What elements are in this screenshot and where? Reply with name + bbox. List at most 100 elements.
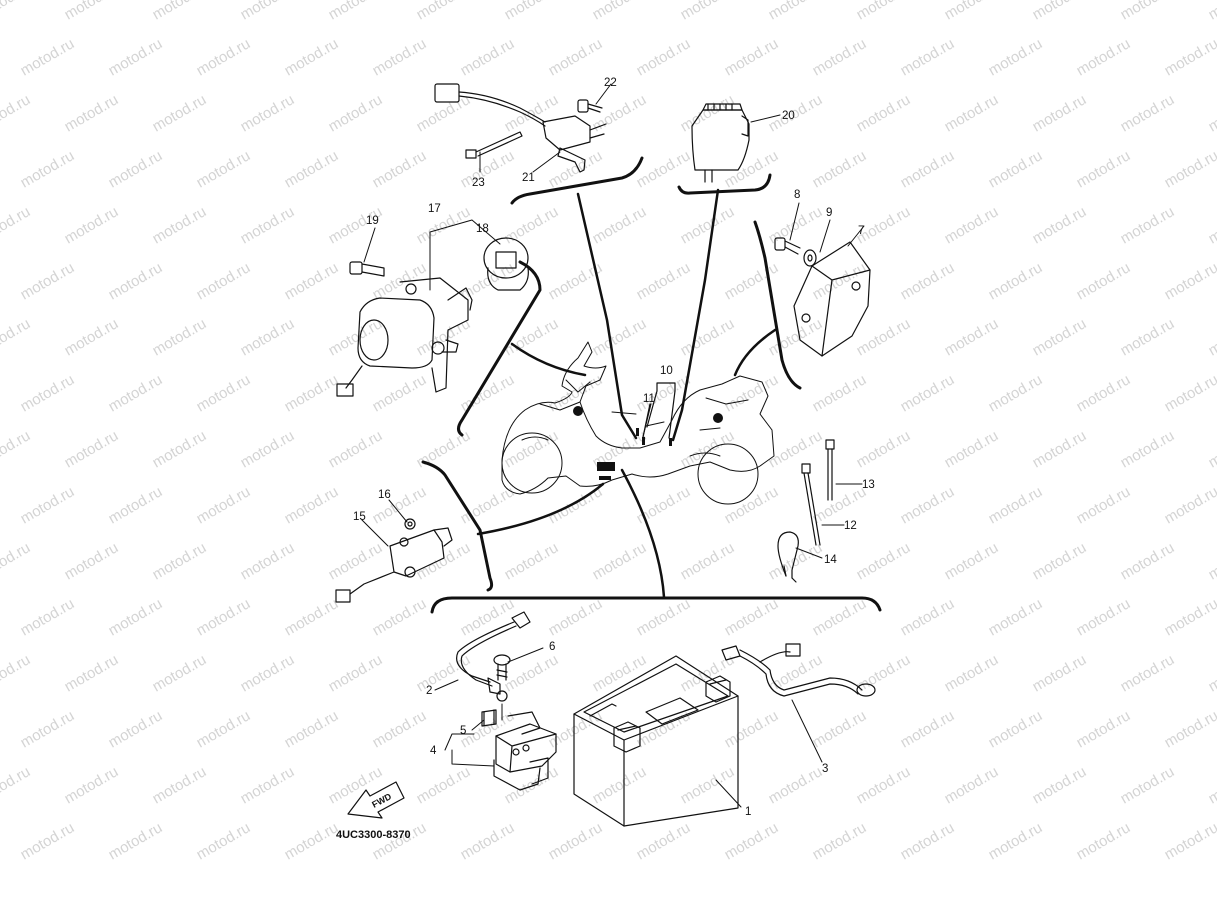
- watermark-text: motod.ru: [106, 483, 166, 527]
- watermark-text: motod.ru: [194, 371, 254, 415]
- watermark-text: motod.ru: [282, 819, 342, 863]
- watermark-text: motod.ru: [810, 707, 870, 751]
- watermark-text: motod.ru: [942, 91, 1002, 135]
- watermark-text: motod.ru: [238, 539, 298, 583]
- watermark-text: motod.ru: [1030, 315, 1090, 359]
- label-23: 23: [472, 177, 485, 189]
- leader-battery: [622, 470, 664, 597]
- label-14: 14: [824, 554, 837, 566]
- watermark-text: motod.ru: [370, 707, 430, 751]
- watermark-text: motod.ru: [194, 483, 254, 527]
- watermark-text: motod.ru: [194, 595, 254, 639]
- watermark-text: motod.ru: [898, 707, 958, 751]
- watermark-text: motod.ru: [634, 595, 694, 639]
- watermark-text: motod.ru: [1206, 763, 1217, 807]
- watermark-text: motod.ru: [986, 147, 1046, 191]
- watermark-text: motod.ru: [986, 483, 1046, 527]
- watermark-text: motod.ru: [1206, 427, 1217, 471]
- watermark-text: motod.ru: [1162, 819, 1217, 863]
- watermark-text: motod.ru: [238, 763, 298, 807]
- label-21: 21: [522, 172, 535, 184]
- watermark-text: motod.ru: [1206, 651, 1217, 695]
- watermark-text: motod.ru: [106, 707, 166, 751]
- watermark-text: motod.ru: [106, 371, 166, 415]
- watermark-text: motod.ru: [766, 651, 826, 695]
- watermark-text: motod.ru: [18, 483, 78, 527]
- watermark-text: motod.ru: [18, 819, 78, 863]
- watermark-text: motod.ru: [370, 595, 430, 639]
- watermark-text: motod.ru: [546, 595, 606, 639]
- watermark-text: motod.ru: [986, 595, 1046, 639]
- watermark-text: motod.ru: [150, 651, 210, 695]
- watermark-text: motod.ru: [106, 35, 166, 79]
- watermark-text: motod.ru: [810, 483, 870, 527]
- watermark-text: motod.ru: [1118, 315, 1178, 359]
- part-9-washer: [804, 250, 816, 266]
- watermark-text: motod.ru: [810, 595, 870, 639]
- label-11: 11: [643, 393, 655, 405]
- watermark-text: motod.ru: [150, 203, 210, 247]
- watermark-text: motod.ru: [194, 35, 254, 79]
- watermark-text: motod.ru: [150, 763, 210, 807]
- watermark-text: motod.ru: [18, 259, 78, 303]
- watermark-text: motod.ru: [18, 35, 78, 79]
- watermark-text: motod.ru: [678, 427, 738, 471]
- watermark-text: motod.ru: [414, 651, 474, 695]
- watermark-text: motod.ru: [722, 371, 782, 415]
- label-16: 16: [378, 489, 391, 501]
- watermark-text: motod.ru: [1162, 35, 1217, 79]
- watermark-text: motod.ru: [854, 539, 914, 583]
- label-3: 3: [822, 763, 828, 775]
- watermark-text: motod.ru: [590, 0, 650, 23]
- watermark-text: motod.ru: [1162, 707, 1217, 751]
- watermark-text: motod.ru: [898, 35, 958, 79]
- watermark-layer: motod.ru motod.ru motod.ru motod.ru motod.ru…: [0, 0, 1217, 863]
- watermark-text: motod.ru: [0, 539, 33, 583]
- watermark-text: motod.ru: [458, 35, 518, 79]
- label-6: 6: [549, 641, 555, 653]
- watermark-text: motod.ru: [678, 91, 738, 135]
- watermark-text: motod.ru: [766, 539, 826, 583]
- watermark-text: motod.ru: [194, 707, 254, 751]
- watermark-text: motod.ru: [150, 91, 210, 135]
- watermark-text: motod.ru: [942, 0, 1002, 23]
- watermark-text: motod.ru: [282, 371, 342, 415]
- label-17: 17: [428, 203, 441, 215]
- watermark-text: motod.ru: [1118, 763, 1178, 807]
- motorcycle-outline: [502, 342, 774, 504]
- label-1: 1: [745, 806, 751, 818]
- watermark-text: motod.ru: [370, 819, 430, 863]
- watermark-text: motod.ru: [810, 147, 870, 191]
- watermark-text: motod.ru: [282, 259, 342, 303]
- watermark-text: motod.ru: [282, 147, 342, 191]
- watermark-text: motod.ru: [282, 595, 342, 639]
- watermark-text: motod.ru: [1074, 707, 1134, 751]
- watermark-text: motod.ru: [238, 0, 298, 23]
- watermark-text: motod.ru: [370, 35, 430, 79]
- watermark-text: motod.ru: [942, 539, 1002, 583]
- watermark-text: motod.ru: [898, 595, 958, 639]
- watermark-text: motod.ru: [0, 763, 33, 807]
- watermark-text: motod.ru: [62, 427, 122, 471]
- watermark-text: motod.ru: [854, 315, 914, 359]
- label-10: 10: [660, 365, 673, 377]
- watermark-text: motod.ru: [854, 651, 914, 695]
- watermark-text: motod.ru: [326, 539, 386, 583]
- watermark-text: motod.ru: [1162, 483, 1217, 527]
- watermark-text: motod.ru: [458, 707, 518, 751]
- watermark-text: motod.ru: [0, 0, 33, 23]
- watermark-text: motod.ru: [238, 315, 298, 359]
- watermark-text: motod.ru: [942, 203, 1002, 247]
- watermark-text: motod.ru: [1030, 203, 1090, 247]
- watermark-text: motod.ru: [678, 0, 738, 23]
- watermark-text: motod.ru: [238, 651, 298, 695]
- watermark-text: motod.ru: [722, 35, 782, 79]
- watermark-text: motod.ru: [1030, 651, 1090, 695]
- watermark-text: motod.ru: [106, 595, 166, 639]
- watermark-text: motod.ru: [986, 35, 1046, 79]
- label-12: 12: [844, 520, 857, 532]
- drawing-code: 4UC3300-8370: [336, 829, 411, 841]
- watermark-text: motod.ru: [502, 203, 562, 247]
- watermark-text: motod.ru: [1118, 427, 1178, 471]
- label-7: 7: [858, 225, 864, 237]
